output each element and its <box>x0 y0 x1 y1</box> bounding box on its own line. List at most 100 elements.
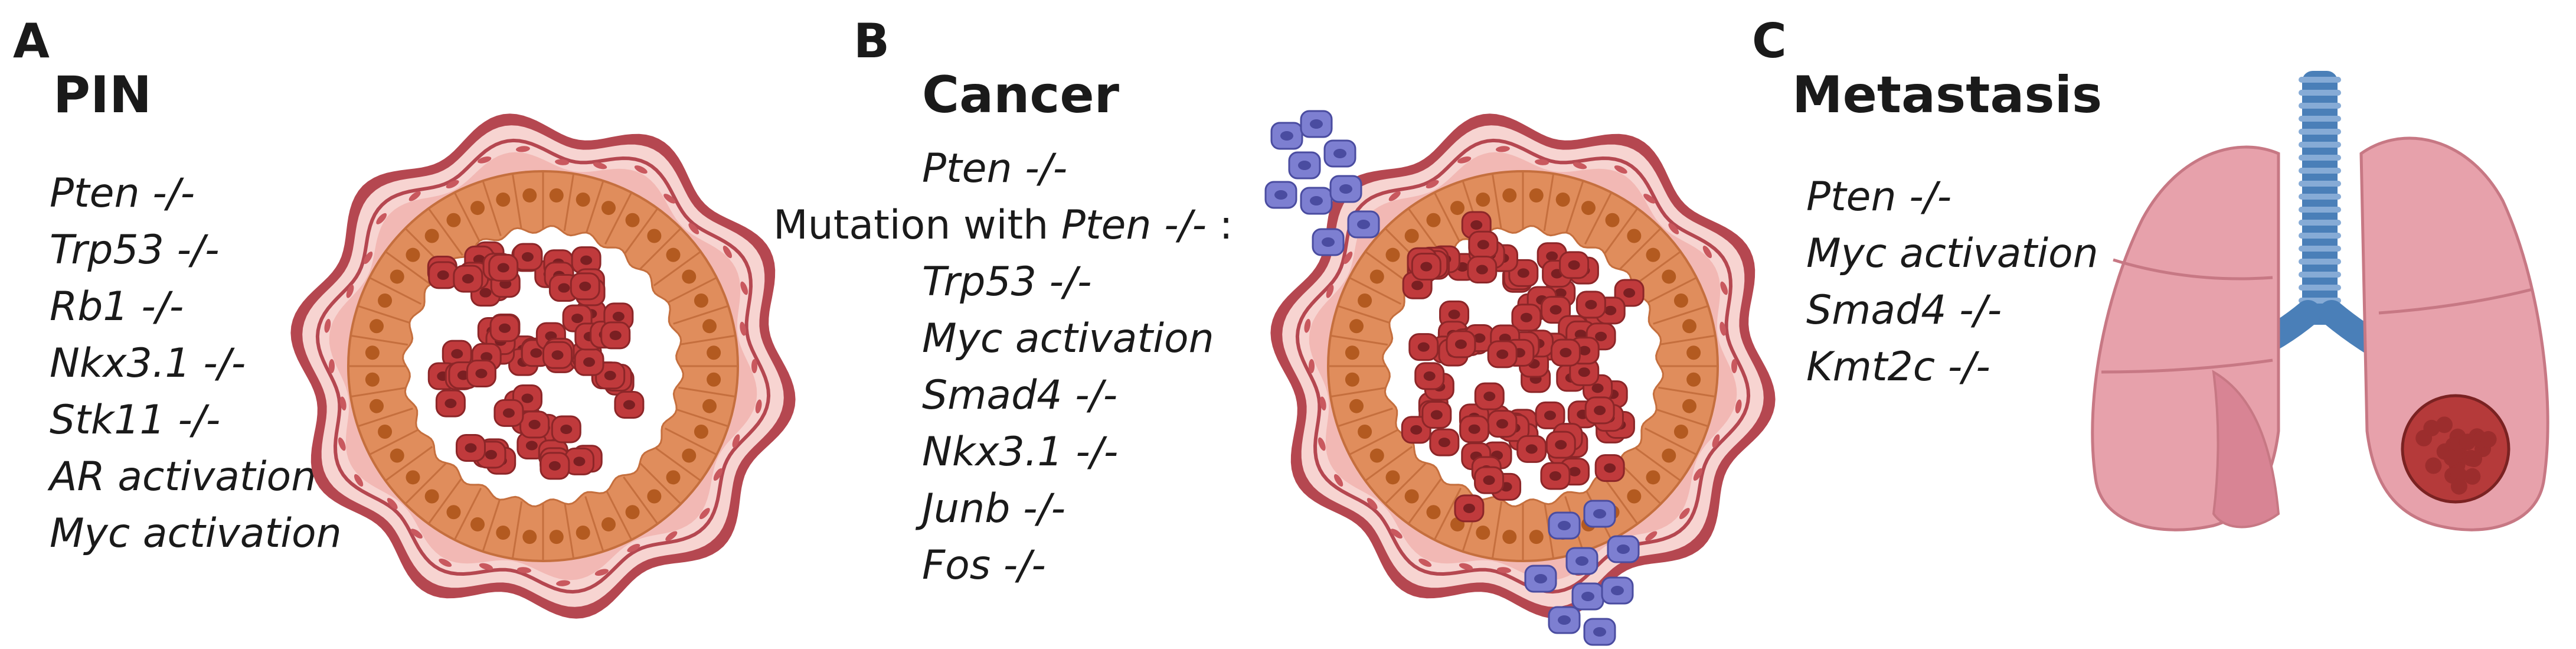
tumor-cell <box>1408 333 1439 361</box>
tumor-cell <box>1429 428 1460 456</box>
tumor-cell <box>1545 431 1576 459</box>
gene-item: Trp53 -/- <box>922 259 1092 305</box>
tumor-cell <box>1454 494 1485 523</box>
epithelial-cell-border <box>453 488 482 540</box>
epithelial-nucleus <box>470 517 485 531</box>
epithelial-nucleus <box>1662 448 1676 463</box>
stroma-nucleus <box>699 508 710 520</box>
epithelial-cell-border <box>665 427 717 456</box>
epithelial-cell-border <box>678 386 736 398</box>
epithelial-nucleus <box>549 188 564 203</box>
epithelial-nucleus <box>601 517 616 531</box>
epithelial-cell-border <box>1619 462 1662 505</box>
invading-cell <box>1524 565 1557 593</box>
invading-cell <box>1264 181 1297 209</box>
tumor-cell <box>1569 358 1600 386</box>
gene-item: Fos -/- <box>922 542 1046 589</box>
epithelial-cell-border <box>1633 446 1681 482</box>
stroma-nucleus <box>732 434 740 448</box>
gene-item: Pten -/- <box>922 145 1068 192</box>
epithelial-nucleus <box>576 193 590 207</box>
invading-cell <box>1312 228 1345 256</box>
stroma-nucleus <box>1390 529 1403 539</box>
stroma-nucleus <box>439 558 452 567</box>
stroma-nucleus <box>1309 359 1315 373</box>
stroma-nucleus <box>410 529 423 539</box>
epithelial-nucleus <box>446 213 461 227</box>
stroma-nucleus <box>665 531 678 542</box>
lung-fissure <box>2113 258 2273 281</box>
stroma-nucleus <box>740 281 748 295</box>
epithelial-cell-border <box>623 208 659 256</box>
epithelial-cell-border <box>350 334 408 346</box>
tumor-cell <box>540 452 570 480</box>
epithelial-nucleus <box>1686 345 1701 360</box>
epithelial-nucleus <box>1476 525 1490 540</box>
gene-item: Stk11 -/- <box>50 397 221 443</box>
stroma-nucleus <box>1333 474 1343 487</box>
epithelial-cell-border <box>385 446 433 482</box>
stroma-nucleus <box>1614 165 1627 174</box>
tumor-cell <box>570 272 600 301</box>
epithelial-cell-border <box>653 250 701 286</box>
stroma-nucleus <box>1643 194 1656 204</box>
epithelial-nucleus <box>1673 424 1688 439</box>
stroma-nucleus <box>751 359 757 373</box>
epithelial-nucleus <box>496 193 511 207</box>
invading-cell <box>1300 110 1333 138</box>
stroma-nucleus <box>408 191 421 201</box>
stroma-nucleus <box>1388 191 1401 201</box>
epithelial-nucleus <box>1345 372 1359 387</box>
epithelial-nucleus <box>1404 489 1419 504</box>
epithelial-nucleus <box>666 470 681 485</box>
tumor-cell <box>600 321 631 350</box>
epithelial-cell-border <box>1658 386 1716 398</box>
tumor-cell <box>1516 435 1547 463</box>
epithelial-nucleus <box>1476 193 1490 207</box>
tumor-cell <box>1540 462 1571 490</box>
epithelial-cell-border <box>639 227 682 270</box>
epithelial-nucleus <box>446 505 461 520</box>
invading-cell <box>1347 210 1380 239</box>
epithelial-nucleus <box>1345 345 1359 360</box>
stroma-nucleus <box>387 498 398 510</box>
epithelial-nucleus <box>1369 448 1384 463</box>
epithelial-nucleus <box>707 372 721 387</box>
epithelial-cell-border <box>369 276 421 305</box>
epithelial-cell-border <box>482 496 502 552</box>
epithelial-nucleus <box>365 372 380 387</box>
stroma-nucleus <box>517 567 531 573</box>
epithelial-cell-border <box>1349 427 1401 456</box>
stroma-nucleus <box>1457 156 1472 164</box>
stroma-nucleus <box>556 580 571 586</box>
epithelial-cell-border <box>511 173 523 231</box>
epithelial-cell-border <box>563 173 575 231</box>
epithelial-nucleus <box>601 201 616 216</box>
stroma-nucleus <box>1418 558 1432 567</box>
stroma-nucleus <box>1679 508 1690 520</box>
gene-item: Pten -/- <box>50 170 195 217</box>
lung-fissure <box>2101 358 2273 374</box>
epithelial-cell-border <box>1619 227 1662 270</box>
epithelial-cell-border <box>1645 276 1697 305</box>
invading-cell <box>1288 151 1321 180</box>
invading-cell <box>1607 535 1640 563</box>
lung-metastasis-tumor <box>2401 394 2510 504</box>
tumor-cell <box>455 434 486 462</box>
tumor-cell <box>1535 401 1565 429</box>
epithelial-nucleus <box>625 213 640 227</box>
epithelial-cell-border <box>1330 386 1388 398</box>
tumor-cell <box>1474 466 1505 494</box>
epithelial-nucleus <box>1358 424 1372 439</box>
stroma-nucleus <box>594 569 609 576</box>
panel-title-pin: PIN <box>53 66 152 125</box>
stroma-nucleus <box>1668 223 1679 234</box>
epithelial-nucleus <box>694 293 708 308</box>
tumor-cell <box>1467 256 1498 284</box>
panel-title-cancer: Cancer <box>922 66 1120 125</box>
tumor-cell <box>1575 291 1606 319</box>
invading-cell <box>1571 582 1604 611</box>
epithelial-nucleus <box>1627 489 1642 504</box>
stroma-nucleus <box>1367 498 1378 510</box>
epithelial-cell-border <box>404 462 447 505</box>
